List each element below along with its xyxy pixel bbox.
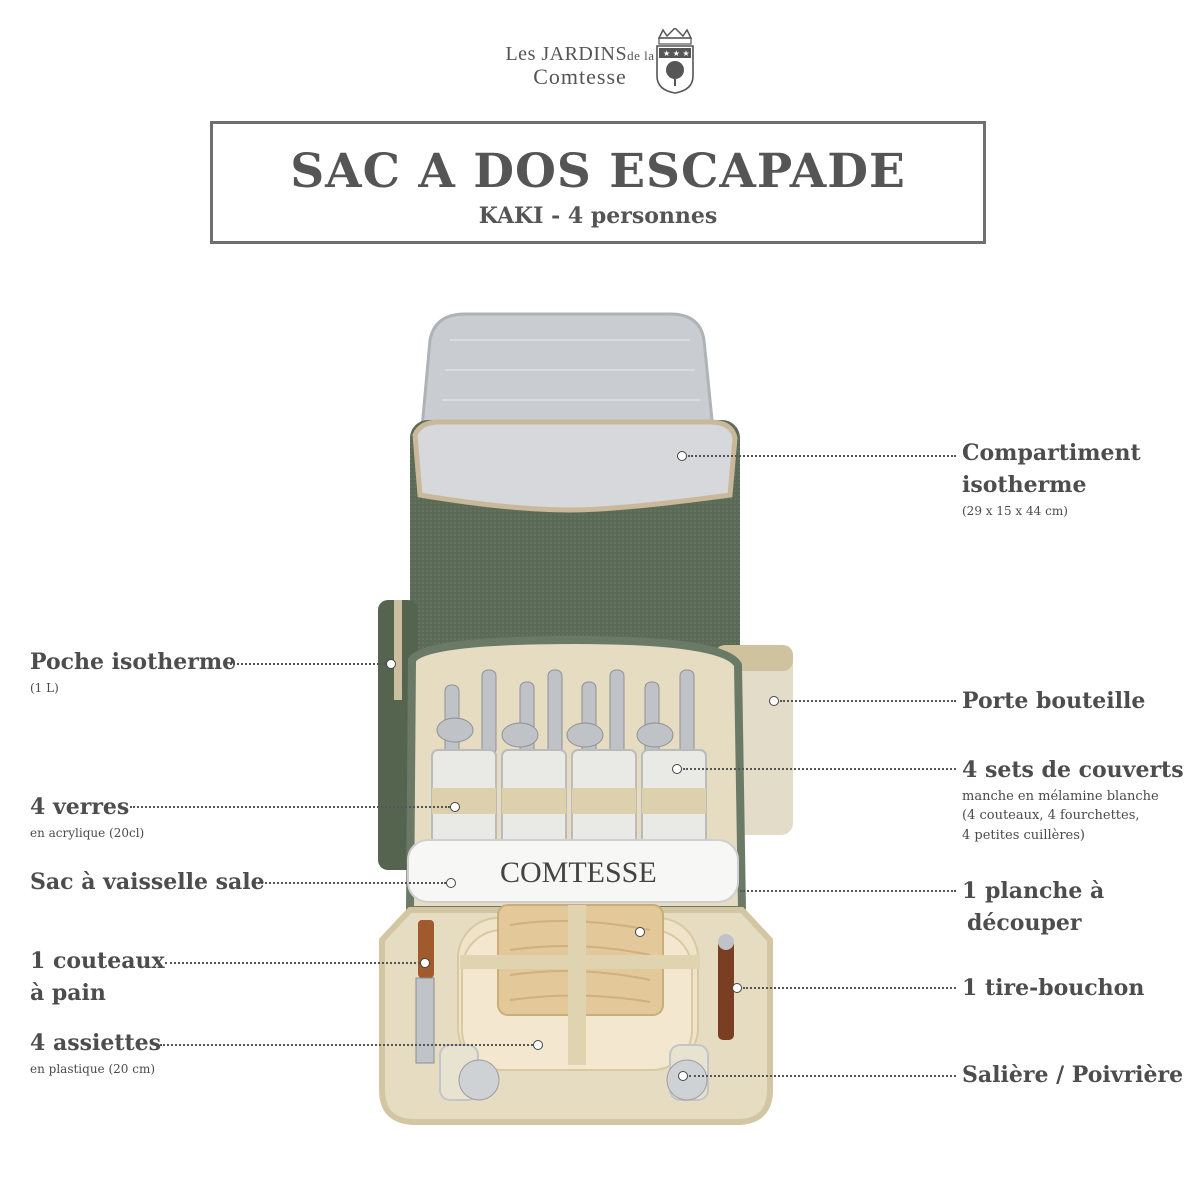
couverts-sub1: manche en mélamine blanche bbox=[962, 788, 1159, 804]
glasses bbox=[431, 749, 707, 846]
planche-title-2: découper bbox=[967, 909, 1082, 936]
sac-vaisselle-title: Sac à vaisselle sale bbox=[30, 869, 265, 895]
saliere-title: Salière / Poivrière bbox=[962, 1062, 1184, 1088]
pin-tire-bouchon bbox=[732, 983, 742, 993]
crest-icon: ★ ★ ★ bbox=[656, 28, 694, 94]
pin-compartiment bbox=[677, 451, 687, 461]
poche-title: Poche isotherme bbox=[30, 649, 237, 675]
leader-saliere bbox=[689, 1075, 956, 1077]
leader-verres bbox=[130, 806, 450, 808]
label-tire-bouchon: 1 tire-bouchon bbox=[962, 973, 1144, 1005]
pin-sac bbox=[446, 878, 456, 888]
couteaux-pain-title-1: 1 couteaux bbox=[30, 948, 165, 974]
leader-assiettes bbox=[160, 1044, 533, 1046]
label-compartiment: Compartiment isotherme (29 x 15 x 44 cm) bbox=[962, 438, 1141, 520]
pin-poche bbox=[386, 659, 396, 669]
brand-logo: Les JARDINSde la Comtesse ★ ★ ★ bbox=[505, 28, 705, 98]
couverts-sub3: 4 petites cuillères) bbox=[962, 827, 1085, 843]
salt-pepper bbox=[439, 1044, 709, 1101]
corkscrew bbox=[718, 934, 734, 1040]
pin-couverts bbox=[672, 764, 682, 774]
pin-porte-bouteille bbox=[769, 696, 779, 706]
leader-couverts bbox=[683, 768, 956, 770]
label-verres: 4 verres en acrylique (20cl) bbox=[30, 792, 144, 842]
dish-bag bbox=[407, 839, 739, 903]
pin-saliere bbox=[678, 1071, 688, 1081]
compartiment-title-1: Compartiment bbox=[962, 440, 1141, 466]
couverts-title: 4 sets de couverts bbox=[962, 757, 1184, 783]
leader-sac bbox=[258, 882, 446, 884]
assiettes-sub: en plastique (20 cm) bbox=[30, 1061, 156, 1076]
cutlery bbox=[436, 669, 695, 756]
couteaux-pain-title-2: à pain bbox=[30, 979, 106, 1006]
compartiment-title-2: isotherme bbox=[962, 471, 1087, 498]
backpack-illustration: COMTESSE bbox=[378, 312, 793, 1125]
verres-title: 4 verres bbox=[30, 794, 130, 820]
leader-planche bbox=[740, 890, 956, 892]
logo-les: Les bbox=[505, 43, 542, 65]
label-couverts: 4 sets de couverts manche en mélamine bl… bbox=[962, 755, 1184, 845]
dish-bag-logo: COMTESSE bbox=[500, 856, 657, 889]
page-subtitle: KAKI - 4 personnes bbox=[478, 203, 718, 229]
label-assiettes: 4 assiettes en plastique (20 cm) bbox=[30, 1028, 161, 1078]
poche-sub: (1 L) bbox=[30, 680, 59, 695]
bread-knife bbox=[415, 920, 435, 1064]
svg-text:★ ★ ★: ★ ★ ★ bbox=[663, 49, 690, 58]
leader-compartiment bbox=[688, 455, 956, 457]
tire-bouchon-title: 1 tire-bouchon bbox=[962, 975, 1145, 1001]
assiettes-title: 4 assiettes bbox=[30, 1030, 162, 1056]
leader-couteau bbox=[165, 962, 420, 964]
top-compartment bbox=[412, 419, 738, 513]
leader-tire-bouchon bbox=[743, 987, 956, 989]
label-sac-vaisselle: Sac à vaisselle sale bbox=[30, 867, 265, 899]
label-couteaux-pain: 1 couteaux à pain bbox=[30, 946, 165, 1010]
leader-poche bbox=[230, 663, 386, 665]
verres-sub: en acrylique (20cl) bbox=[30, 825, 145, 840]
pin-couteau bbox=[420, 958, 430, 968]
logo-comtesse: Comtesse bbox=[533, 64, 627, 89]
pin-planche bbox=[635, 927, 645, 937]
pin-verres bbox=[450, 802, 460, 812]
compartiment-sub: (29 x 15 x 44 cm) bbox=[962, 503, 1068, 518]
logo-dela: de la bbox=[627, 48, 655, 63]
page-title: SAC A DOS ESCAPADE bbox=[290, 144, 906, 199]
label-saliere: Salière / Poivrière bbox=[962, 1060, 1183, 1092]
porte-bouteille-title: Porte bouteille bbox=[962, 688, 1146, 714]
label-poche: Poche isotherme (1 L) bbox=[30, 647, 236, 697]
label-planche: 1 planche à découper bbox=[962, 876, 1104, 940]
logo-jardins: JARDINS bbox=[541, 43, 628, 65]
couverts-sub2: (4 couteaux, 4 fourchettes, bbox=[962, 808, 1140, 824]
pin-assiettes bbox=[533, 1040, 543, 1050]
brand-logo-text: Les JARDINSde la Comtesse bbox=[505, 44, 655, 88]
title-box: SAC A DOS ESCAPADE KAKI - 4 personnes bbox=[210, 121, 986, 244]
label-porte-bouteille: Porte bouteille bbox=[962, 686, 1145, 718]
planche-title-1: 1 planche à bbox=[962, 878, 1105, 904]
leader-porte-bouteille bbox=[780, 700, 956, 702]
lid-insulation bbox=[418, 312, 717, 452]
